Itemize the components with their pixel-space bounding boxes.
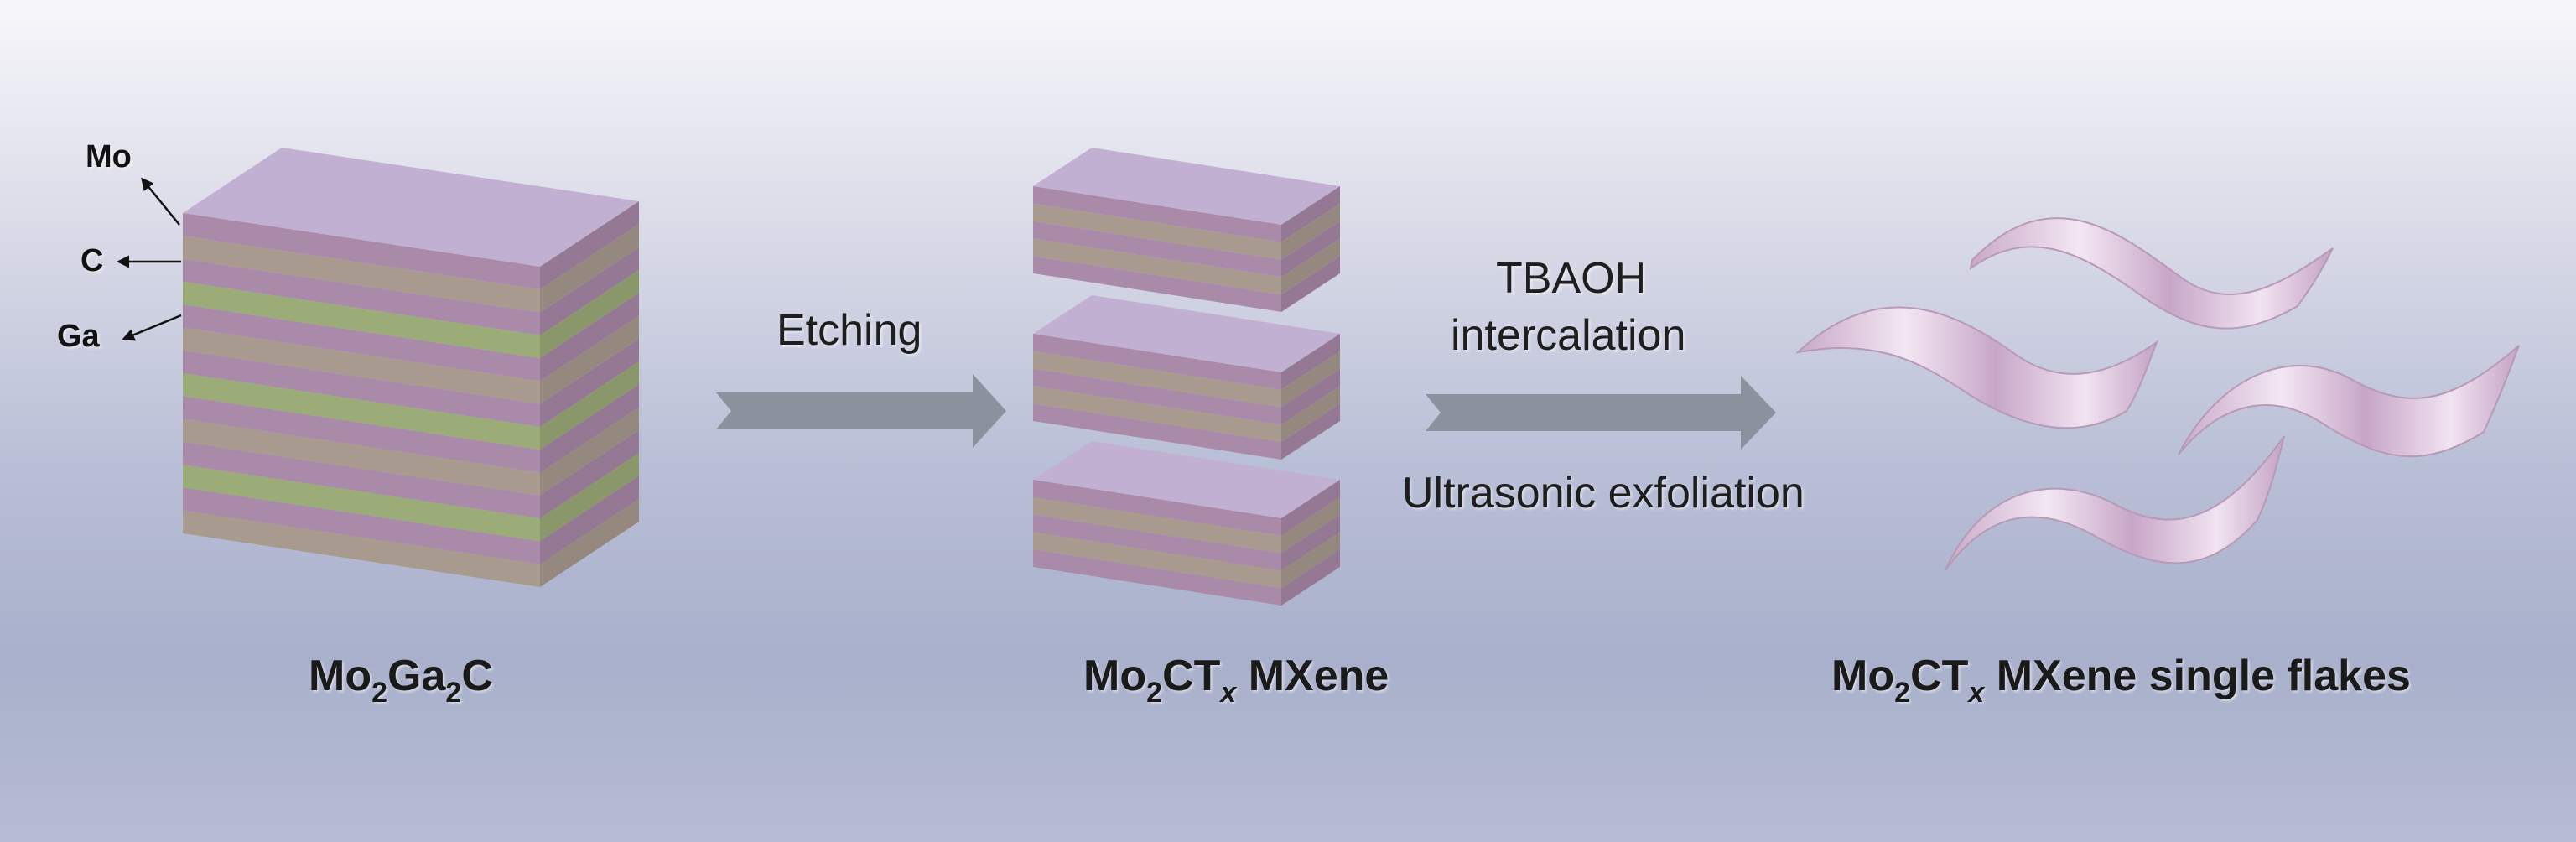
front-layer (1033, 334, 1281, 390)
flakes-caption: Mo2CTx MXene single flakes (1831, 652, 2411, 709)
front-layer (1033, 403, 1281, 460)
side-layer (540, 384, 639, 473)
side-layer (1281, 238, 1340, 295)
front-layer (183, 396, 540, 473)
side-layer (1281, 351, 1340, 408)
front-layer (1033, 549, 1281, 606)
mxene-stack-middle-front (1033, 334, 1281, 460)
side-layer (1281, 514, 1340, 571)
front-layer (183, 327, 540, 404)
front-layer (1033, 496, 1281, 554)
side-layer (540, 293, 639, 382)
front-layer (1033, 480, 1281, 536)
front-layer (1033, 368, 1281, 425)
mxene-stack-top-side (1281, 186, 1340, 312)
front-layer (183, 281, 540, 359)
mxene-stack-top (1033, 148, 1340, 312)
mxene-flake-2 (1794, 306, 2159, 429)
block-side-face (540, 201, 639, 587)
etching-arrow (716, 374, 1006, 448)
front-layer (1033, 203, 1281, 260)
front-layer (1033, 186, 1281, 242)
side-layer (1281, 386, 1340, 443)
side-layer (540, 269, 639, 359)
mxene-stack-bottom-side (1281, 480, 1340, 606)
front-layer (183, 213, 540, 290)
mxene-flake-1 (1969, 217, 2334, 330)
mxene-flake-3 (2178, 345, 2520, 458)
block-top-face (183, 148, 639, 267)
mxene-flake-4 (1945, 435, 2285, 571)
mo-label: Mo (86, 139, 132, 174)
side-layer (540, 247, 639, 335)
side-layer (1281, 496, 1340, 554)
front-layer (1033, 514, 1281, 571)
front-layer (1033, 221, 1281, 278)
front-layer (1033, 532, 1281, 589)
side-layer (1281, 368, 1340, 425)
front-layer (183, 418, 540, 496)
side-layer (1281, 532, 1340, 589)
side-layer (540, 429, 639, 519)
side-layer (540, 315, 639, 404)
front-layer (183, 304, 540, 382)
front-layer (183, 373, 540, 450)
front-layer (1033, 351, 1281, 408)
side-layer (540, 453, 639, 542)
side-layer (540, 224, 639, 313)
block-front-face (183, 213, 540, 587)
front-layer (183, 510, 540, 587)
mxene-stack-middle-side (1281, 334, 1340, 460)
mxene-stack-top-front (1033, 186, 1281, 312)
front-layer (183, 465, 540, 542)
ga-leader-line (122, 314, 182, 341)
mxene-stack-bottom (1033, 441, 1340, 606)
mxene-stack-middle-top-face (1033, 295, 1340, 372)
max-phase-caption: Mo2Ga2C (309, 652, 493, 709)
side-layer (1281, 334, 1340, 390)
side-layer (540, 498, 639, 587)
front-layer (183, 487, 540, 564)
side-layer (540, 338, 639, 427)
front-layer (1033, 256, 1281, 312)
exfoliation-arrow (1426, 376, 1776, 450)
side-layer (1281, 480, 1340, 536)
front-layer (1033, 386, 1281, 443)
mxene-stack-bottom-top-face (1033, 441, 1340, 518)
side-layer (1281, 403, 1340, 460)
c-label: C (80, 243, 104, 278)
mxene-stack-bottom-front (1033, 480, 1281, 606)
front-layer (183, 350, 540, 427)
intercalation-label: intercalation (1451, 311, 1686, 360)
mo-leader-line (141, 177, 180, 226)
side-layer (540, 476, 639, 564)
front-layer (1033, 238, 1281, 295)
tbaoh-label: TBAOH (1496, 254, 1647, 303)
side-layer (1281, 186, 1340, 242)
side-layer (1281, 203, 1340, 260)
etching-label: Etching (776, 306, 922, 355)
front-layer (183, 236, 540, 313)
max-phase-block (183, 148, 639, 587)
side-layer (540, 201, 639, 290)
side-layer (540, 361, 639, 450)
side-layer (1281, 549, 1340, 606)
mxene-caption: Mo2CTx MXene (1083, 652, 1389, 709)
ga-label: Ga (57, 319, 100, 354)
side-layer (1281, 221, 1340, 278)
side-layer (1281, 256, 1340, 312)
exfoliation-label: Ultrasonic exfoliation (1402, 469, 1805, 517)
front-layer (183, 441, 540, 519)
side-layer (540, 407, 639, 496)
mxene-stack-top-top-face (1033, 148, 1340, 225)
mxene-stack-middle (1033, 295, 1340, 460)
front-layer (183, 258, 540, 335)
